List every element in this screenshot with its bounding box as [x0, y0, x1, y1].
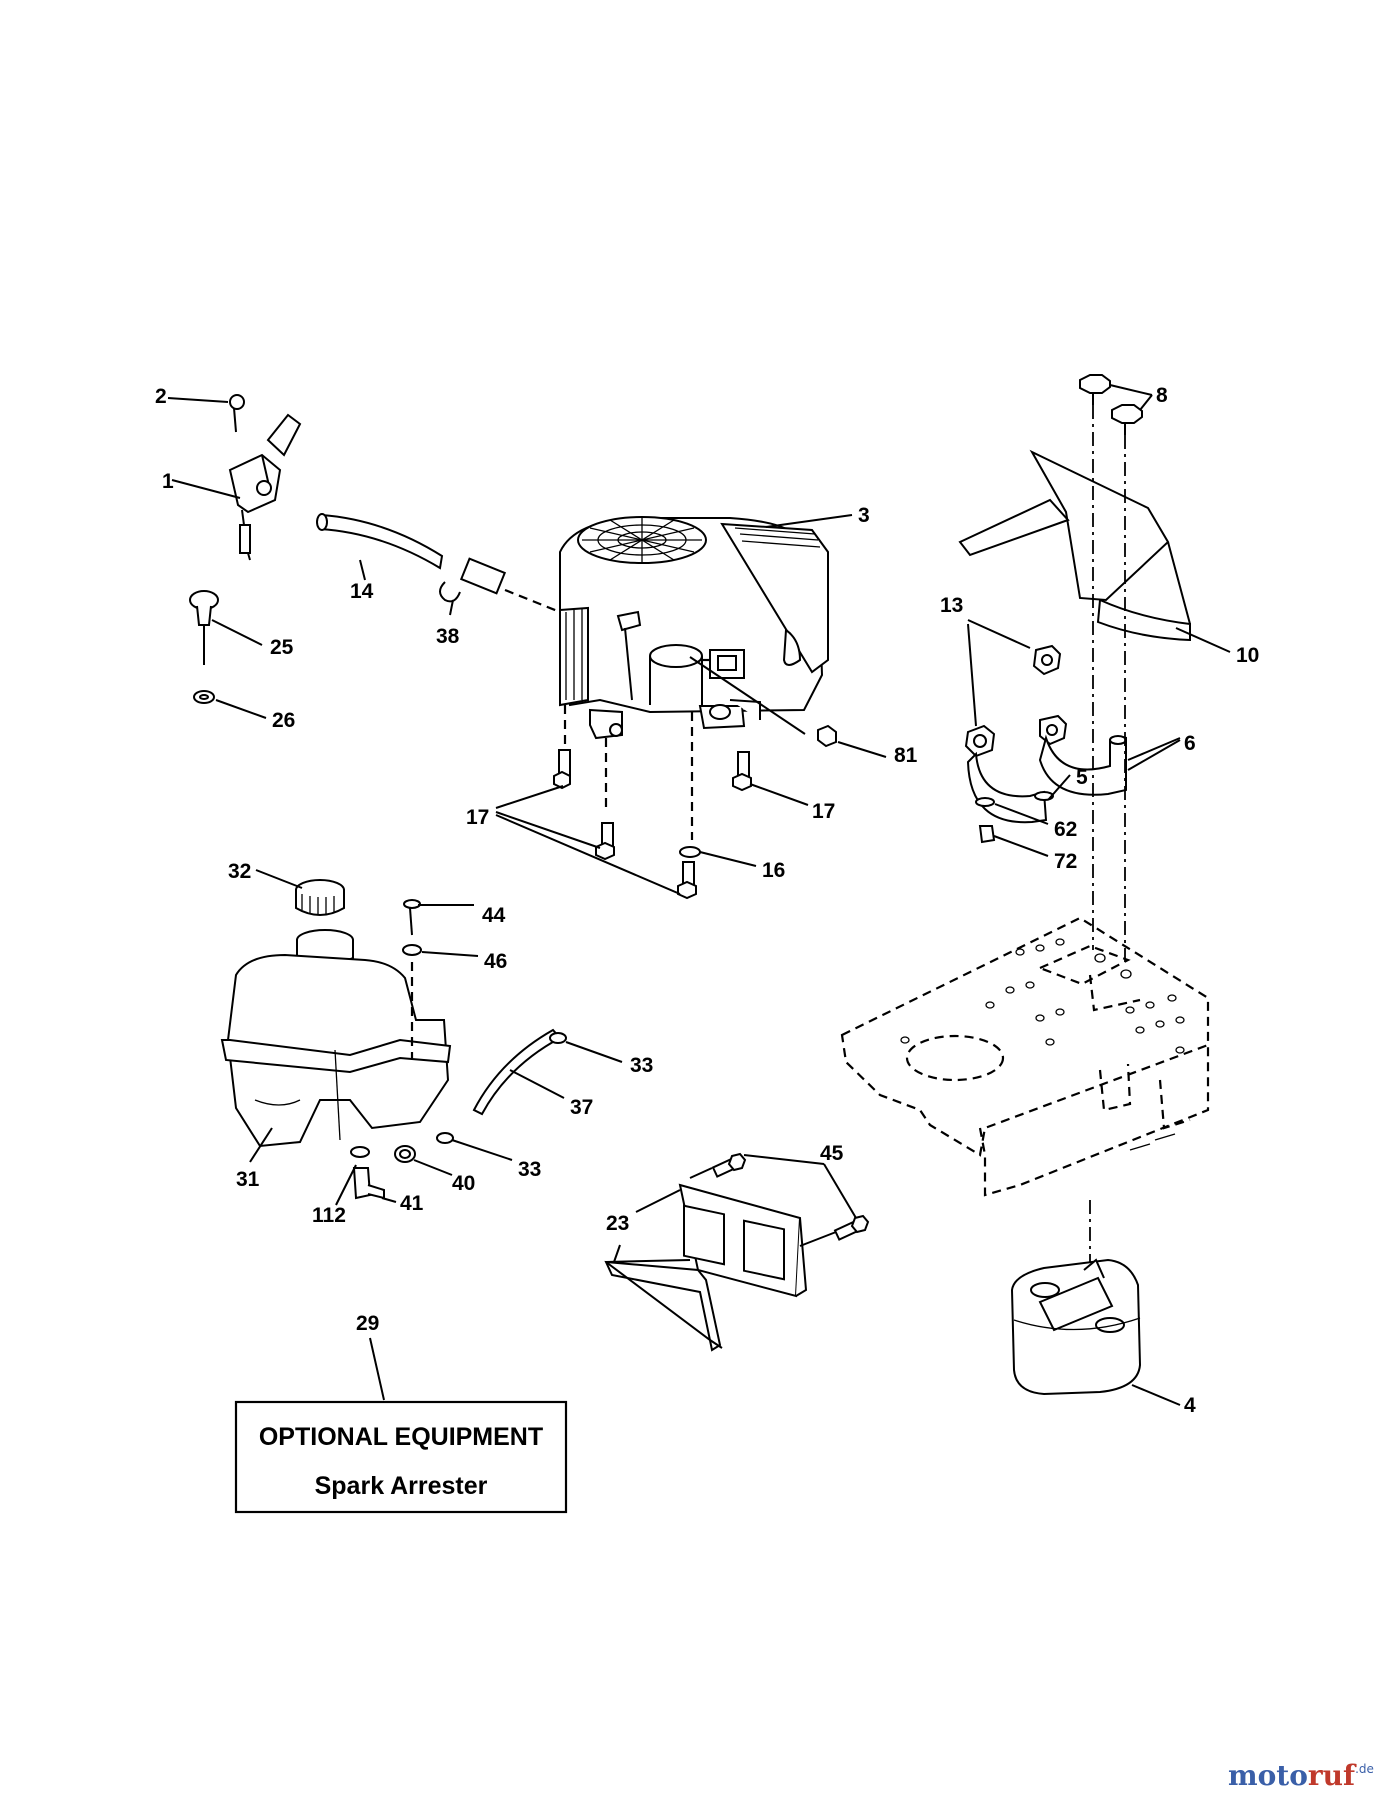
callout-44: 44: [482, 904, 506, 927]
optional-equipment-box: [234, 1400, 568, 1514]
callout-6: 6: [1184, 732, 1196, 755]
fuel-tank: [220, 869, 479, 1163]
optional-equipment-title: OPTIONAL EQUIPMENT: [259, 1423, 543, 1451]
engine: [559, 514, 853, 840]
callout-46: 46: [484, 950, 507, 973]
callout-2: 2: [155, 385, 167, 408]
fuel-line: [316, 513, 561, 616]
callout-72: 72: [1054, 850, 1077, 873]
callout-31: 31: [236, 1168, 260, 1191]
callout-17-right: 17: [812, 800, 835, 823]
callout-14: 14: [350, 580, 374, 603]
callout-40: 40: [452, 1172, 475, 1195]
callout-3: 3: [858, 504, 870, 527]
callout-4: 4: [1184, 1394, 1196, 1417]
callout-10: 10: [1236, 644, 1259, 667]
nut-81: [689, 656, 887, 758]
callout-81: 81: [894, 744, 918, 767]
callout-41: 41: [400, 1192, 424, 1215]
callout-26: 26: [272, 709, 295, 732]
heat-shield: [604, 1152, 870, 1352]
callout-32: 32: [228, 860, 251, 883]
callout-33-bottom: 33: [518, 1158, 541, 1181]
muffler: [1010, 1258, 1181, 1406]
callout-25: 25: [270, 636, 294, 659]
callout-37: 37: [570, 1096, 593, 1119]
callout-16: 16: [762, 859, 785, 882]
watermark-logo: motoruf.de: [1228, 1759, 1374, 1792]
callout-17-left: 17: [466, 806, 489, 829]
callout-33-top: 33: [630, 1054, 653, 1077]
exhaust-assembly: [958, 449, 1231, 857]
callout-62: 62: [1054, 818, 1077, 841]
fuel-hose: [335, 1028, 623, 1206]
callout-45: 45: [820, 1142, 844, 1165]
callout-23: 23: [606, 1212, 629, 1235]
watermark: motoruf.de: [1228, 1759, 1374, 1792]
knob-assembly: [189, 590, 267, 719]
callout-13: 13: [940, 594, 963, 617]
frame-outline: [840, 916, 1210, 1280]
muffler-bolts: [1079, 374, 1153, 965]
throttle-control: [167, 394, 302, 561]
optional-equipment: OPTIONAL EQUIPMENT Spark Arrester: [234, 1337, 568, 1514]
callout-112: 112: [312, 1204, 346, 1227]
callout-38: 38: [436, 625, 460, 648]
callout-8: 8: [1156, 384, 1168, 407]
callout-1: 1: [162, 470, 174, 493]
optional-equipment-subtitle: Spark Arrester: [315, 1472, 488, 1500]
callout-5: 5: [1076, 766, 1088, 789]
callout-29: 29: [356, 1312, 379, 1335]
engine-bolts: [495, 749, 809, 900]
